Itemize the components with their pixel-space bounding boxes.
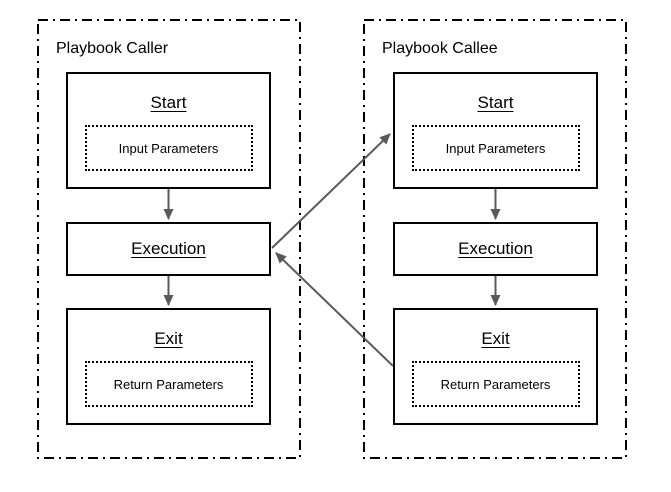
caller-execution-node: Execution bbox=[66, 222, 271, 276]
caller-input-parameters-box: Input Parameters bbox=[84, 125, 253, 171]
caller-exit-label: Exit bbox=[154, 329, 183, 348]
arrow-caller-execution-to-callee-start bbox=[271, 133, 391, 249]
caller-panel-title: Playbook Caller bbox=[56, 40, 169, 57]
callee-start-node: Start Input Parameters bbox=[393, 72, 598, 189]
caller-return-parameters-box: Return Parameters bbox=[84, 361, 253, 407]
callee-execution-label: Execution bbox=[458, 239, 533, 258]
callee-container-border bbox=[363, 19, 627, 459]
callee-exit-node: Exit Return Parameters bbox=[393, 308, 598, 425]
caller-start-node: Start Input Parameters bbox=[66, 72, 271, 189]
callee-execution-node: Execution bbox=[393, 222, 598, 276]
caller-exit-node: Exit Return Parameters bbox=[66, 308, 271, 425]
caller-execution-label: Execution bbox=[131, 239, 206, 258]
callee-return-parameters-box: Return Parameters bbox=[411, 361, 580, 407]
callee-panel-title: Playbook Callee bbox=[382, 40, 498, 57]
callee-exit-label: Exit bbox=[481, 329, 510, 348]
arrow-callee-exit-to-caller-execution bbox=[275, 252, 394, 367]
callee-input-parameters-box: Input Parameters bbox=[411, 125, 580, 171]
callee-start-label: Start bbox=[477, 93, 514, 112]
caller-container-border bbox=[37, 19, 301, 459]
caller-start-label: Start bbox=[150, 93, 187, 112]
